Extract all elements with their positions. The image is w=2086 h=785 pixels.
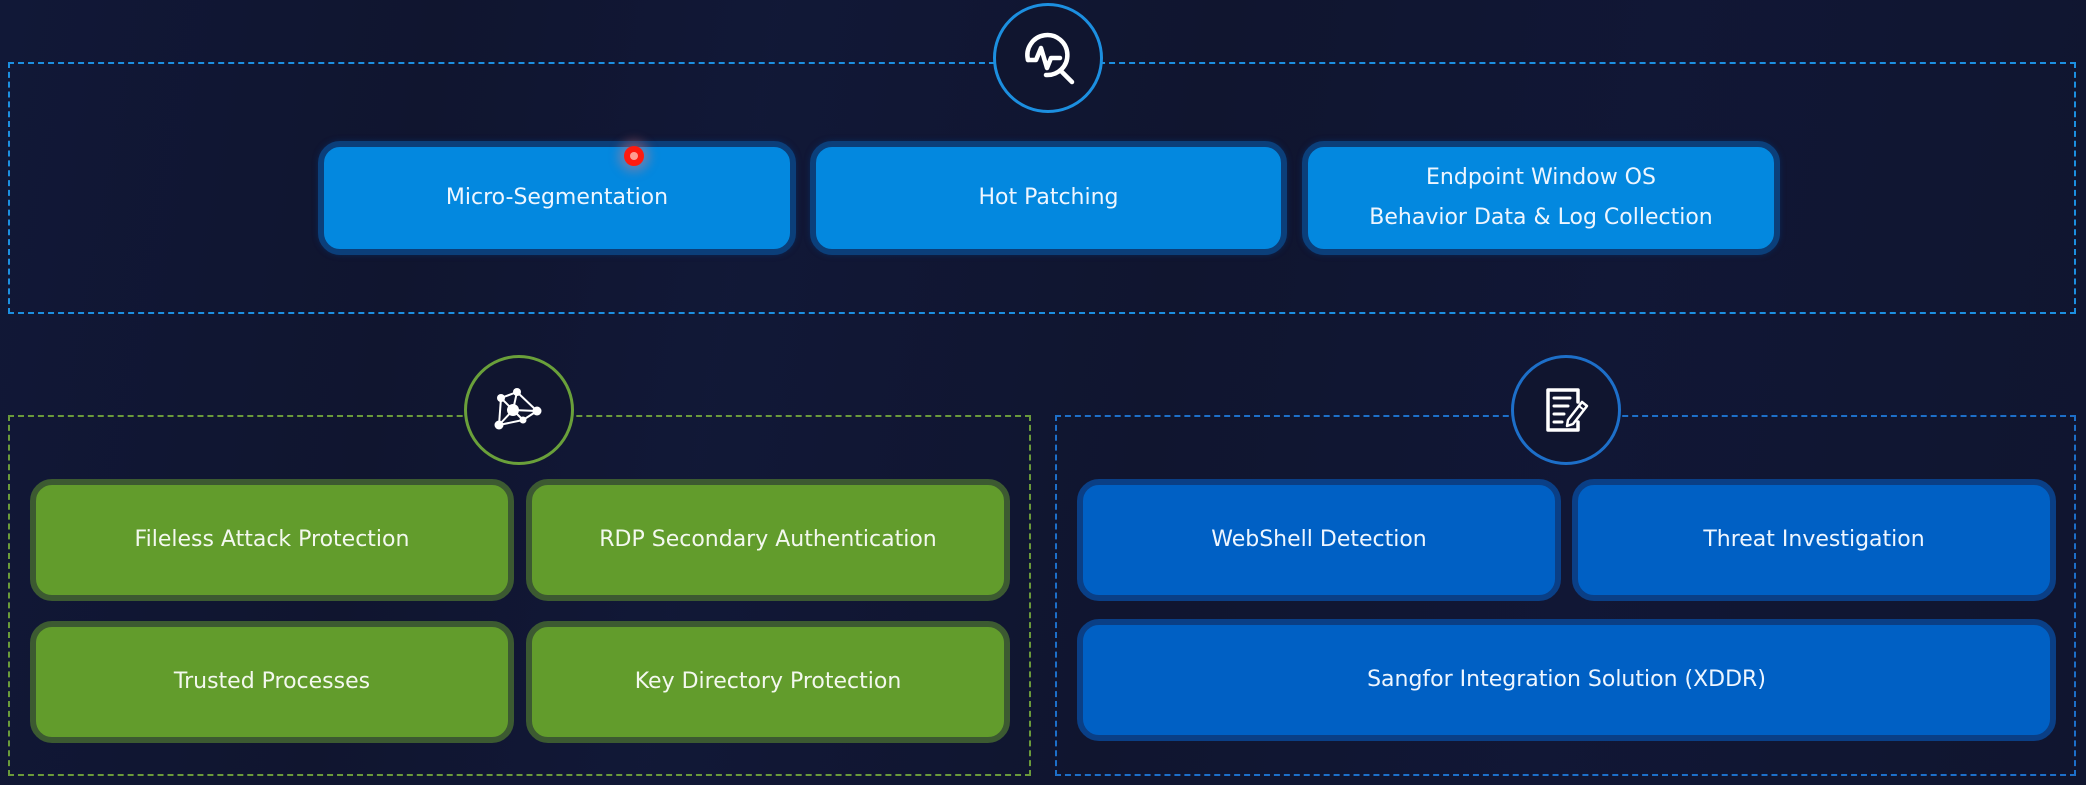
feature-label-line2: Behavior Data & Log Collection xyxy=(1369,205,1713,230)
feature-label: RDP Secondary Authentication xyxy=(599,527,937,552)
feature-hot-patching[interactable]: Hot Patching xyxy=(810,141,1287,255)
feature-label: Hot Patching xyxy=(978,185,1119,210)
top-group-icon-badge xyxy=(993,3,1103,113)
feature-fileless-attack-protection[interactable]: Fileless Attack Protection xyxy=(30,479,514,601)
feature-label: Threat Investigation xyxy=(1703,527,1925,552)
feature-rdp-secondary-authentication[interactable]: RDP Secondary Authentication xyxy=(526,479,1010,601)
feature-trusted-processes[interactable]: Trusted Processes xyxy=(30,621,514,743)
bottom-right-group-icon-badge xyxy=(1511,355,1621,465)
feature-label: Sangfor Integration Solution (XDDR) xyxy=(1367,667,1766,692)
feature-micro-segmentation[interactable]: Micro-Segmentation xyxy=(318,141,796,255)
feature-label-line1: Endpoint Window OS xyxy=(1426,165,1656,190)
feature-webshell-detection[interactable]: WebShell Detection xyxy=(1077,479,1561,601)
feature-label: WebShell Detection xyxy=(1211,527,1427,552)
pulse-search-icon xyxy=(1025,32,1075,85)
feature-label: Trusted Processes xyxy=(173,669,371,694)
bottom-left-group-icon-badge xyxy=(464,355,574,465)
feature-key-directory-protection[interactable]: Key Directory Protection xyxy=(526,621,1010,743)
mouse-cursor-indicator xyxy=(624,146,644,166)
feature-label: Micro-Segmentation xyxy=(445,185,669,210)
feature-threat-investigation[interactable]: Threat Investigation xyxy=(1572,479,2056,601)
network-graph-icon xyxy=(494,388,542,430)
feature-sangfor-integration-xddr[interactable]: Sangfor Integration Solution (XDDR) xyxy=(1077,619,2056,741)
feature-endpoint-behavior-log-collection[interactable]: Endpoint Window OS Behavior Data & Log C… xyxy=(1302,141,1780,255)
feature-label: Key Directory Protection xyxy=(634,669,902,694)
document-edit-icon xyxy=(1546,388,1589,432)
feature-label: Fileless Attack Protection xyxy=(134,527,410,552)
